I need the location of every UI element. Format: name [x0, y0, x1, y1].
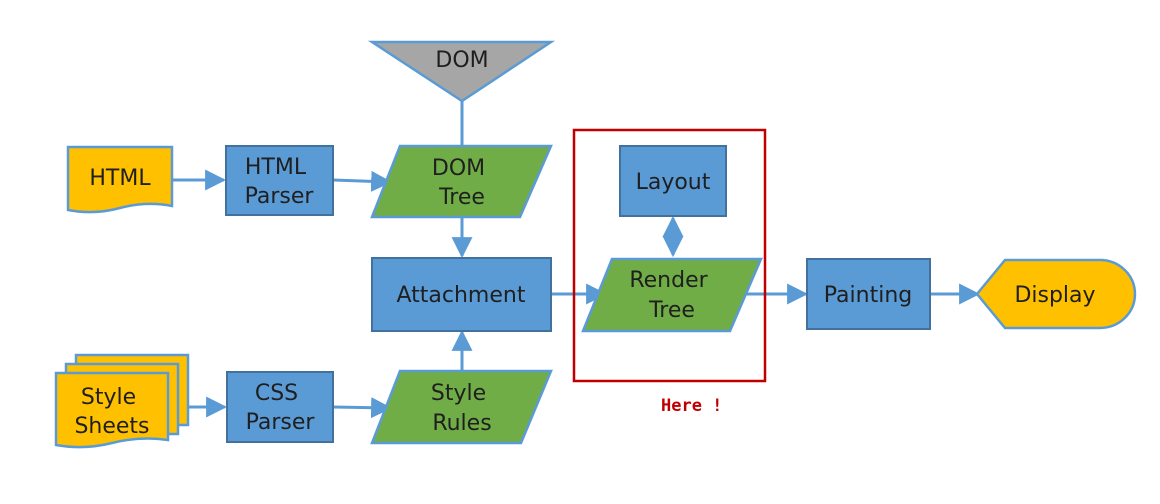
html-parser-shape — [225, 145, 334, 216]
painting-shape — [806, 258, 931, 330]
layout-label: Layout — [636, 170, 711, 195]
dom-tree-node: DOM Tree — [370, 144, 553, 219]
style-sheets-front-page — [54, 371, 170, 449]
html-document-node: HTML — [66, 145, 174, 214]
painting-node: Painting — [806, 258, 931, 330]
css-parser-shape — [226, 371, 334, 443]
arrow-css-parser-to-style-rules — [332, 397, 393, 419]
style-sheets-label: Style Sheets — [74, 385, 149, 439]
style-sheets-node: Style Sheets — [54, 353, 190, 449]
css-parser-label-line-2: Parser — [246, 410, 316, 435]
render-tree-shape — [581, 257, 763, 333]
dom-tree-label-line-1: DOM — [432, 156, 485, 181]
css-parser-node: CSS Parser — [226, 371, 334, 443]
html-parser-label-line-2: Parser — [245, 184, 315, 209]
style-sheets-label-line-2: Sheets — [74, 414, 149, 439]
attachment-shape — [371, 257, 552, 332]
dom-source-label: DOM — [435, 48, 488, 73]
render-tree-label: Render Tree — [629, 268, 714, 323]
attachment-node: Attachment — [371, 257, 552, 332]
style-rules-label-line-2: Rules — [432, 411, 491, 436]
html-parser-label-line-1: HTML — [245, 155, 307, 180]
attachment-label: Attachment — [397, 283, 526, 308]
display-node: Display — [975, 258, 1137, 330]
css-parser-label-line-1: CSS — [255, 381, 298, 406]
render-tree-label-line-1: Render — [629, 268, 708, 293]
html-parser-node: HTML Parser — [225, 145, 334, 216]
layout-shape — [619, 145, 727, 217]
dom-source-node: DOM — [367, 40, 556, 103]
display-shape — [975, 258, 1137, 330]
dom-source-shape — [367, 40, 556, 103]
style-rules-label: Style Rules — [431, 381, 493, 436]
style-rules-node: Style Rules — [370, 369, 553, 445]
dom-tree-label: DOM Tree — [432, 156, 492, 210]
dom-tree-shape — [370, 144, 553, 219]
render-tree-label-line-2: Tree — [648, 298, 695, 323]
html-document-label: HTML — [89, 166, 151, 191]
dom-tree-label-line-2: Tree — [438, 185, 485, 210]
style-rules-label-line-1: Style — [431, 381, 486, 406]
painting-label: Painting — [824, 283, 912, 308]
highlight-note: Here ! — [661, 396, 722, 416]
render-tree-node: Render Tree — [581, 257, 763, 333]
css-parser-label: CSS Parser — [246, 381, 316, 435]
display-label: Display — [1014, 283, 1095, 308]
arrow-html-parser-to-dom-tree — [332, 170, 393, 192]
highlight-box — [572, 128, 767, 383]
style-rules-shape — [370, 369, 553, 445]
html-document-shape — [66, 145, 174, 214]
html-parser-label: HTML Parser — [245, 155, 315, 209]
style-sheets-label-line-1: Style — [81, 385, 136, 410]
layout-node: Layout — [619, 145, 727, 217]
